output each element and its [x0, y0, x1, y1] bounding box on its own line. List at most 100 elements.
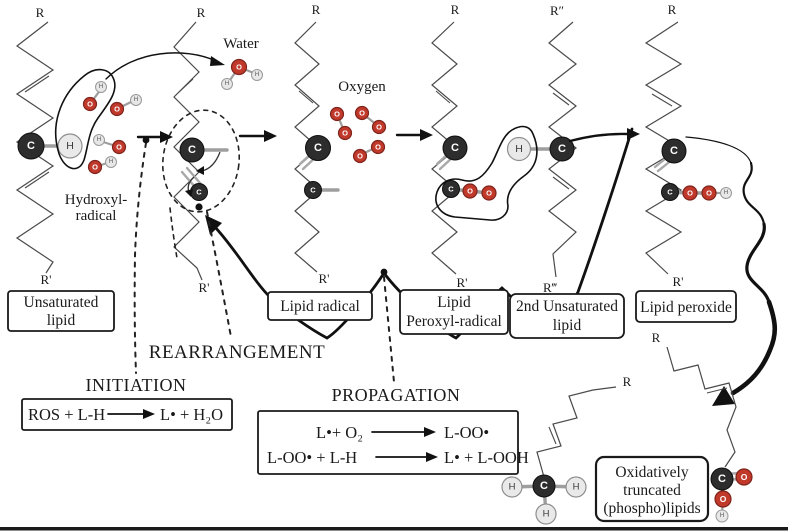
oxygen-atom: O: [352, 148, 368, 164]
box-lipid-peroxyl-radical: Lipid Peroxyl-radical: [399, 289, 509, 335]
hydrogen-atom-small: H: [715, 509, 729, 523]
svg-text:O: O: [741, 472, 748, 482]
chain6-top-terminal: R: [668, 2, 677, 17]
svg-text:C: C: [314, 142, 322, 154]
carbon-atom: C: [305, 135, 331, 161]
rearrangement-dashed-line: [206, 211, 232, 338]
oxygen-atom: O: [371, 119, 387, 135]
oxygen-label: Oxygen: [338, 79, 386, 95]
truncation-arrow: [685, 136, 778, 406]
oxygen-atom: O: [329, 106, 345, 122]
svg-text:O: O: [342, 129, 348, 138]
hydrogen-atom-small: H: [251, 69, 263, 81]
svg-text:O: O: [357, 152, 363, 161]
initiation-dashed-line: [133, 136, 150, 374]
svg-text:L-OO•: L-OO•: [444, 423, 489, 442]
lipid-chain-3: C C: [294, 21, 340, 273]
svg-text:O: O: [467, 187, 473, 196]
svg-text:H: H: [724, 190, 728, 196]
step-arrow-3: [395, 129, 433, 141]
chain1-bottom-terminal: R': [40, 272, 51, 287]
svg-text:O: O: [87, 100, 93, 109]
svg-text:lipid: lipid: [553, 317, 582, 334]
svg-text:Lipid: Lipid: [437, 294, 471, 311]
hydrogen-atom-small: H: [93, 134, 105, 146]
svg-text:H: H: [99, 84, 103, 90]
carbon-atom-small: C: [304, 181, 322, 199]
oxygen-atom: O: [682, 185, 698, 201]
chain2-bottom-terminal: R': [198, 280, 209, 295]
chain6-bottom-terminal: R': [672, 274, 683, 289]
oxygen-atom: O: [701, 185, 717, 201]
lipid-chain-1: C H: [15, 21, 83, 274]
hydrogen-atom-small: H: [105, 156, 117, 168]
svg-text:O: O: [706, 189, 712, 198]
svg-text:L• + L-OOH: L• + L-OOH: [444, 448, 529, 467]
oxygen-atom: O: [481, 185, 497, 201]
svg-text:C: C: [718, 473, 726, 485]
svg-text:O: O: [375, 143, 381, 152]
svg-text:C: C: [188, 144, 196, 156]
svg-text:L-OO• + L-H: L-OO• + L-H: [267, 448, 357, 467]
svg-text:ROS + L-H: ROS + L-H: [28, 405, 105, 424]
svg-text:O: O: [687, 189, 693, 198]
oxygen-molecules: O O O O O O: [329, 105, 387, 164]
hydrogen-atom: H: [501, 476, 523, 498]
oxygen-atom: O: [714, 490, 732, 508]
rearrangement-label: REARRANGEMENT: [149, 342, 325, 363]
carbon-atom: C: [549, 136, 575, 162]
carbon-atom-small: C: [442, 180, 460, 198]
equation-boxes: ROS + L-H L• + H₂O L•+ O₂ L-OO• L-OO• + …: [21, 398, 529, 475]
hydrogen-atom: H: [565, 476, 587, 498]
chain5-top-terminal: R″: [550, 3, 564, 18]
svg-text:H: H: [66, 140, 74, 152]
hydroxyl-radical-label: Hydroxyl-: [65, 192, 128, 208]
hydrogen-atom: H: [57, 133, 83, 159]
oxygen-atom: O: [230, 58, 248, 76]
anchor-dot: [195, 203, 203, 211]
hydrogen-atom: H: [535, 503, 557, 525]
fragment-left-terminal: R: [623, 374, 632, 389]
propagation-equations: L•+ O₂ L-OO• L-OO• + L-H L• + L-OOH: [257, 410, 529, 475]
lipid-chain-2: C C: [173, 21, 229, 281]
hydroxyl-radical-label: radical: [76, 208, 117, 224]
svg-text:O: O: [92, 163, 98, 172]
electron-arrow: [201, 151, 221, 172]
svg-text:H: H: [255, 72, 259, 78]
carbon-atom: C: [442, 135, 468, 161]
box-lipid-radical: Lipid radical: [267, 291, 373, 321]
box-second-unsaturated-lipid: 2nd Unsaturated lipid: [509, 293, 625, 339]
carbon-atom-small: C: [190, 183, 208, 201]
fragment-left: C H H H: [501, 386, 617, 525]
svg-text:C: C: [27, 140, 35, 152]
svg-text:(phospho)lipids: (phospho)lipids: [603, 500, 700, 517]
svg-text:C: C: [196, 188, 202, 197]
svg-text:truncated: truncated: [623, 482, 681, 499]
svg-text:H: H: [97, 137, 101, 143]
stage-labels: INITIATION REARRANGEMENT PROPAGATION: [86, 342, 460, 405]
step-arrow-1: [136, 131, 173, 143]
svg-text:O: O: [114, 105, 120, 114]
box-oxidatively-truncated: Oxidatively truncated (phospho)lipids: [594, 455, 710, 523]
fragment-right: C O O H: [666, 346, 753, 523]
svg-text:C: C: [448, 185, 454, 194]
carbon-atom-small: C: [661, 183, 679, 201]
svg-text:H: H: [515, 143, 523, 155]
terminal-labels: R R R R R″ R R' R' R' R' R‴ R' R R: [36, 2, 684, 389]
chain2-top-terminal: R: [197, 5, 206, 20]
svg-text:O: O: [720, 494, 727, 504]
svg-text:H: H: [720, 513, 724, 519]
svg-text:H: H: [509, 482, 516, 493]
svg-text:O: O: [236, 63, 242, 72]
box-unsaturated-lipid: Unsaturated lipid: [7, 290, 115, 332]
svg-text:O: O: [486, 189, 492, 198]
chain1-top-terminal: R: [36, 5, 45, 20]
svg-text:Unsaturated: Unsaturated: [24, 294, 99, 311]
oxygen-atom: O: [109, 101, 125, 117]
carbon-atom: C: [710, 467, 734, 491]
chain4-bottom-terminal: R': [456, 275, 467, 290]
label-boxes: Unsaturated lipid Lipid radical Lipid Pe…: [7, 289, 737, 523]
molecule-labels: Water Oxygen Hydroxyl- radical: [65, 36, 386, 224]
rearrangement-ellipse: [161, 109, 241, 338]
